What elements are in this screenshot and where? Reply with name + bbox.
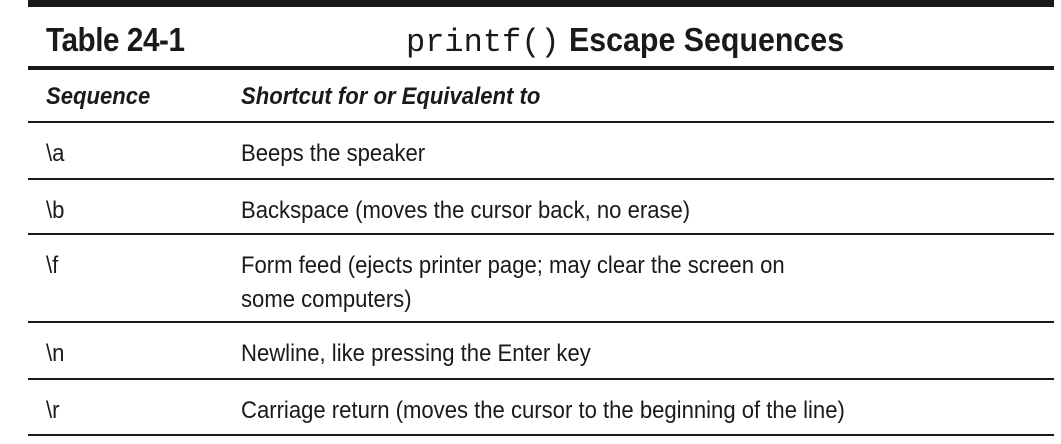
table-row: \f Form feed (ejects printer page; may c… bbox=[28, 235, 1054, 323]
table-header-row: Sequence Shortcut for or Equivalent to bbox=[28, 70, 1054, 123]
sequence-cell: \b bbox=[46, 197, 65, 224]
table-row: \r Carriage return (moves the cursor to … bbox=[28, 380, 1054, 436]
sequence-cell: \f bbox=[46, 252, 59, 279]
sequence-cell: \a bbox=[46, 140, 65, 167]
table-row: \a Beeps the speaker bbox=[28, 123, 1054, 180]
meaning-line-1: Form feed (ejects printer page; may clea… bbox=[241, 252, 785, 279]
escape-sequence-table: Table 24-1 printf() Escape Sequences Seq… bbox=[28, 0, 1054, 436]
meaning-cell: Newline, like pressing the Enter key bbox=[241, 340, 591, 367]
meaning-cell: Form feed (ejects printer page; may clea… bbox=[241, 249, 885, 317]
table-title-code: printf() bbox=[406, 24, 560, 61]
header-meaning: Shortcut for or Equivalent to bbox=[241, 83, 541, 110]
header-sequence: Sequence bbox=[46, 83, 151, 110]
sequence-cell: \n bbox=[46, 340, 65, 367]
table-number: Table 24-1 bbox=[46, 21, 185, 58]
sequence-cell: \r bbox=[46, 397, 60, 424]
table-row: \b Backspace (moves the cursor back, no … bbox=[28, 180, 1054, 235]
table-title-bar: Table 24-1 printf() Escape Sequences bbox=[28, 0, 1054, 70]
table-row: \n Newline, like pressing the Enter key bbox=[28, 323, 1054, 380]
meaning-cell: Carriage return (moves the cursor to the… bbox=[241, 397, 845, 424]
table-title-text: Escape Sequences bbox=[568, 21, 844, 58]
meaning-line-2: some computers) bbox=[241, 286, 412, 313]
meaning-cell: Beeps the speaker bbox=[241, 140, 426, 167]
table-title: printf() Escape Sequences bbox=[406, 21, 868, 61]
meaning-cell: Backspace (moves the cursor back, no era… bbox=[241, 197, 691, 224]
